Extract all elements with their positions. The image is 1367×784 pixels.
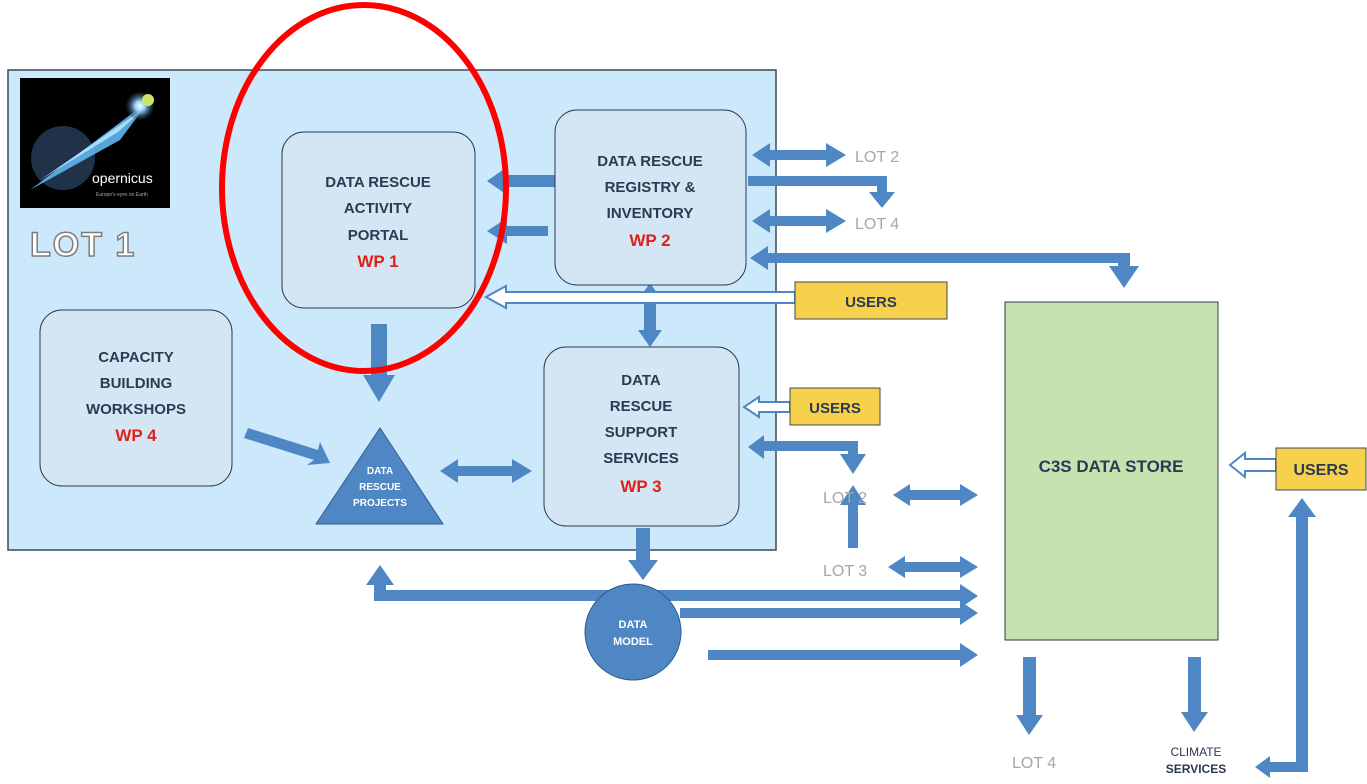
wp3-box: DATA RESCUE SUPPORT SERVICES WP 3 (543, 346, 740, 527)
arrow-wp2-lot2 (752, 143, 846, 167)
wp1-box: DATA RESCUE ACTIVITY PORTAL WP 1 (281, 131, 476, 309)
wp4-box: CAPACITY BUILDING WORKSHOPS WP 4 (39, 309, 233, 487)
lot2-top-label: LOT 2 (855, 149, 899, 166)
store-title: C3S DATA STORE (1039, 457, 1184, 476)
arrow-wp2-elbow (748, 176, 895, 208)
wp4-label: WP 4 (115, 426, 157, 445)
data-model-circle: DATA MODEL (584, 583, 682, 681)
projects-line-3: PROJECTS (353, 498, 407, 509)
projects-triangle: DATA RESCUE PROJECTS (315, 427, 444, 525)
arrow-lot3-store (888, 556, 978, 578)
wp3-line-2: RESCUE (610, 398, 673, 415)
arrow-model-to-store (708, 643, 978, 667)
wp4-line-3: WORKSHOPS (86, 401, 186, 418)
copernicus-logo: opernicus Europe's eyes on Earth (20, 78, 170, 208)
arrow-wp2-store (750, 246, 1139, 288)
climate-line-1: CLIMATE (1170, 745, 1221, 759)
lot2-mid-label: LOT 2 (823, 490, 867, 507)
arrow-model-to-store-upper (680, 601, 978, 625)
projects-line-1: DATA (367, 466, 393, 477)
wp1-line-3: PORTAL (348, 227, 409, 244)
wp2-box: DATA RESCUE REGISTRY & INVENTORY WP 2 (554, 109, 747, 286)
wp4-line-1: CAPACITY (98, 349, 174, 366)
users-box-right: USERS (1275, 447, 1367, 491)
arrow-lot1-store (366, 565, 978, 608)
data-model-line-1: DATA (619, 619, 648, 631)
wp2-label: WP 2 (629, 231, 670, 250)
users-label-top: USERS (845, 294, 897, 311)
users-label-mid: USERS (809, 400, 861, 417)
wp2-line-1: DATA RESCUE (597, 153, 703, 170)
arrow-users-to-store (1228, 450, 1277, 480)
arrow-lot2-store (893, 484, 978, 506)
arrow-wp3-lot2-elbow (748, 435, 866, 474)
arrow-store-to-lot4 (1016, 657, 1043, 735)
projects-line-2: RESCUE (359, 482, 401, 493)
highlight-ellipse (219, 2, 509, 374)
wp1-line-2: ACTIVITY (344, 200, 412, 217)
arrow-store-to-climate (1181, 657, 1208, 732)
logo-text: opernicus (92, 170, 153, 186)
arrow-users-climate (1255, 498, 1316, 778)
lot4-top-label: LOT 4 (855, 216, 899, 233)
arrow-wp4-to-projects (244, 428, 330, 465)
wp3-line-3: SUPPORT (605, 424, 678, 441)
wp3-line-1: DATA (621, 372, 661, 389)
c3s-data-store: C3S DATA STORE (1004, 301, 1219, 641)
lot3-label: LOT 3 (823, 563, 867, 580)
users-box-mid: USERS (789, 387, 881, 426)
wp1-label: WP 1 (357, 252, 398, 271)
data-model-line-2: MODEL (613, 636, 653, 648)
climate-line-2: SERVICES (1166, 762, 1226, 776)
wp2-line-3: INVENTORY (607, 205, 694, 222)
arrow-projects-wp3 (440, 459, 532, 483)
wp3-line-4: SERVICES (603, 450, 679, 467)
wp2-line-2: REGISTRY & (605, 179, 696, 196)
logo-subtext: Europe's eyes on Earth (96, 192, 148, 198)
lot1-label: LOT 1 (30, 226, 136, 264)
lot4-bottom-label: LOT 4 (1012, 755, 1056, 772)
arrow-lot3-up (840, 485, 866, 548)
arrow-wp1-to-projects (363, 324, 395, 402)
arrow-wp2-lot4 (752, 209, 846, 233)
users-box-top: USERS (794, 281, 948, 320)
wp1-line-1: DATA RESCUE (325, 174, 431, 191)
wp3-label: WP 3 (620, 477, 661, 496)
wp4-line-2: BUILDING (100, 375, 173, 392)
users-label-right: USERS (1293, 462, 1348, 479)
arrow-wp3-to-model (628, 528, 658, 580)
